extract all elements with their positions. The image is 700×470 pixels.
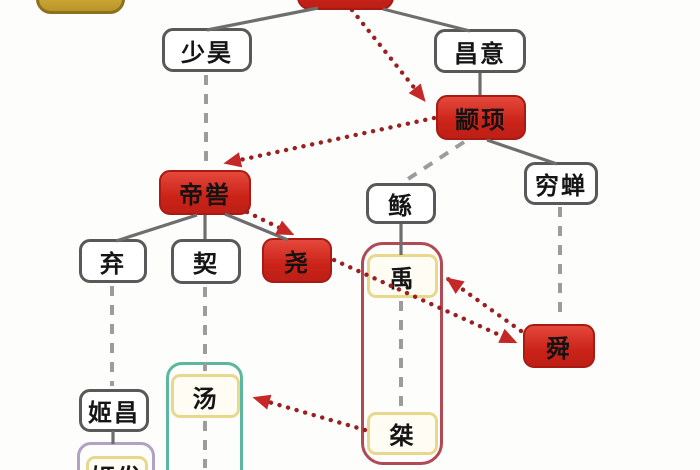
node-xie: 契 xyxy=(171,239,241,284)
node-qi: 弃 xyxy=(79,239,147,283)
node-jie: 桀 xyxy=(367,412,438,455)
legend-gold-box xyxy=(36,0,125,14)
node-changyi: 昌意 xyxy=(434,29,526,73)
zhou-dynasty-container xyxy=(77,442,155,470)
node-top-ancestor xyxy=(297,0,394,10)
node-gun: 鲧 xyxy=(366,183,436,224)
node-yu: 禹 xyxy=(367,254,438,298)
node-tang: 汤 xyxy=(171,374,240,418)
node-diku: 帝喾 xyxy=(159,170,251,215)
node-jifa: 姬发 xyxy=(86,456,148,470)
node-shaohao: 少昊 xyxy=(162,28,252,72)
node-qiongchan: 穷蝉 xyxy=(524,162,598,205)
node-shun: 舜 xyxy=(523,324,595,368)
node-jichang: 姬昌 xyxy=(79,389,149,432)
node-yao: 尧 xyxy=(262,238,332,283)
node-zhuanxu: 颛顼 xyxy=(436,95,526,140)
